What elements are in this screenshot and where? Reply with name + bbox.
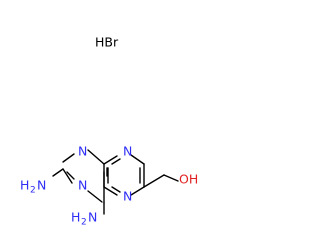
nitrogen-n1-label: N [78, 144, 87, 159]
nitrogen-n8-label: N [123, 144, 132, 159]
amino-left-subscript: 2 [30, 186, 36, 196]
bond-c2-n3 [62, 168, 73, 184]
amino-bottom-h: H [71, 210, 80, 225]
nitrogen-n3-label: N [78, 178, 87, 193]
bond-c2-n1 [62, 153, 75, 163]
bond-c2-n3-double [66, 171, 75, 180]
amino-bottom-n: N [88, 210, 97, 225]
bond-n5-c4a-double [111, 186, 121, 193]
bond-n8-c8a-double [111, 158, 121, 165]
amino-left-n: N [37, 178, 46, 193]
hydroxyl-label: OH [179, 172, 198, 187]
bond-n8-c7 [130, 154, 145, 165]
amino-left-h: H [20, 178, 29, 193]
structure-svg: HBr N N N N H 2 N H 2 N OH [20, 35, 198, 228]
bond-group [52, 149, 179, 215]
bond-c4a-n5 [103, 186, 118, 196]
bond-n3-c4 [87, 190, 103, 203]
bond-c6-n5 [130, 186, 145, 196]
bond-n1-c8a [87, 149, 105, 165]
nitrogen-n5-label: N [123, 189, 132, 204]
bond-c6-ch2 [143, 174, 165, 188]
amino-bottom-subscript: 2 [81, 218, 87, 228]
molecule-canvas: HBr N N N N H 2 N H 2 N OH [20, 35, 198, 228]
bond-c2-nh2 [52, 168, 64, 177]
bond-c8a-n8 [103, 155, 118, 165]
bond-ch2-o [163, 174, 179, 182]
hbr-label: HBr [95, 35, 119, 50]
